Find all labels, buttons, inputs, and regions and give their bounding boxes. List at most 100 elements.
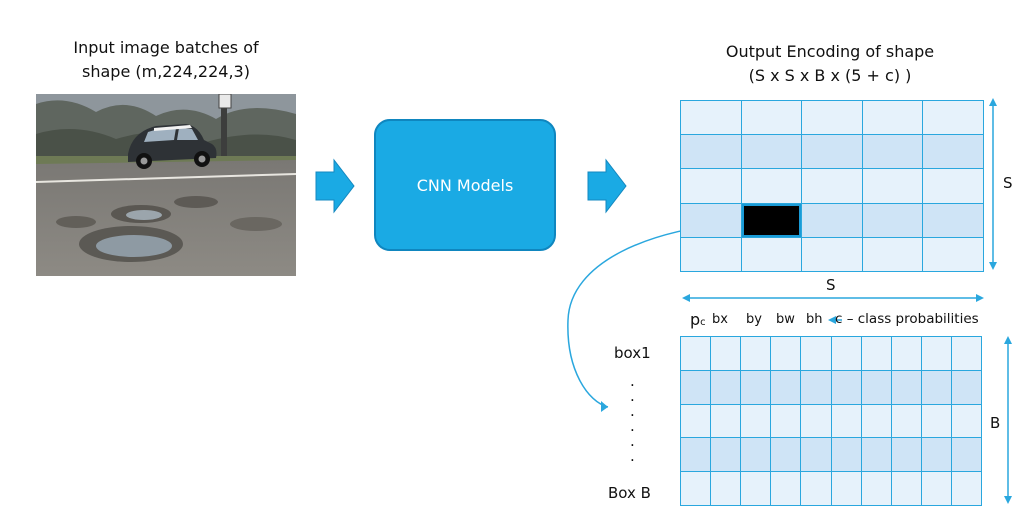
grid-cell xyxy=(891,438,921,472)
grid-cell xyxy=(921,438,951,472)
grid-cell xyxy=(681,404,711,438)
grid-cell xyxy=(923,169,983,203)
grid-cell xyxy=(862,237,923,271)
grid-cell xyxy=(771,404,801,438)
output-caption: Output Encoding of shape (S x S x B x (5… xyxy=(680,40,980,88)
grid-cell xyxy=(741,135,802,169)
grid-cell xyxy=(891,370,921,404)
header-pc-main: p xyxy=(690,310,701,329)
header-bx: bx xyxy=(712,312,728,327)
grid-cell xyxy=(711,337,741,370)
input-image xyxy=(36,94,296,276)
grid-cell xyxy=(741,404,771,438)
grid-cell xyxy=(801,438,831,472)
car-shape xyxy=(128,124,217,169)
grid-cell xyxy=(921,370,951,404)
grid-cell xyxy=(921,337,951,370)
grid-cell xyxy=(681,472,711,505)
grid-cell xyxy=(921,472,951,505)
grid-cell xyxy=(831,472,861,505)
pothole-road-photo xyxy=(36,94,296,276)
grid-cell xyxy=(861,370,891,404)
grid-cell xyxy=(741,101,802,135)
grid-cell xyxy=(681,237,741,271)
grid-cell xyxy=(711,370,741,404)
grid-cell xyxy=(771,472,801,505)
grid-cell xyxy=(741,337,771,370)
curve-pointer xyxy=(567,221,746,408)
header-bh: bh xyxy=(806,312,823,327)
grid-cell xyxy=(741,472,771,505)
grid-cell xyxy=(923,203,983,237)
grid-cell xyxy=(891,472,921,505)
row-label-box1: box1 xyxy=(614,344,651,362)
grid-cell xyxy=(862,203,923,237)
grid-cell xyxy=(771,337,801,370)
grid-cell xyxy=(681,337,711,370)
cnn-models-box: CNN Models xyxy=(374,119,556,251)
grid-cell xyxy=(951,438,981,472)
curve-pointer-head xyxy=(601,401,608,412)
grid-cell xyxy=(681,203,741,237)
grid-cell xyxy=(801,370,831,404)
grid-cell xyxy=(861,404,891,438)
grid-cell xyxy=(923,101,983,135)
grid-cell xyxy=(741,370,771,404)
highlighted-grid-cell xyxy=(741,203,802,237)
grid-cell xyxy=(861,472,891,505)
grid-cell xyxy=(831,370,861,404)
grid-cell xyxy=(711,438,741,472)
row-label-box-b: Box B xyxy=(608,484,651,502)
grid-cell xyxy=(801,337,831,370)
grid-cell xyxy=(802,169,862,203)
grid-cell xyxy=(861,337,891,370)
detail-grid xyxy=(680,336,982,506)
grid-cell xyxy=(711,404,741,438)
output-bottom-label: S xyxy=(826,276,836,294)
grid-cell xyxy=(862,169,923,203)
grid-cell xyxy=(741,237,802,271)
header-bw: bw xyxy=(776,312,795,327)
row-ellipsis: ...... xyxy=(630,372,635,465)
grid-cell xyxy=(711,472,741,505)
input-caption: Input image batches of shape (m,224,224,… xyxy=(36,36,296,84)
output-side-label: S xyxy=(1003,174,1013,192)
grid-cell xyxy=(741,169,802,203)
grid-cell xyxy=(741,438,771,472)
grid-cell xyxy=(771,438,801,472)
grid-cell xyxy=(831,337,861,370)
arrow-input-to-cnn xyxy=(315,158,355,214)
header-by: by xyxy=(746,312,762,327)
grid-cell xyxy=(802,101,862,135)
output-caption-line2: (S x S x B x (5 + c) ) xyxy=(748,66,912,85)
grid-cell xyxy=(862,135,923,169)
grid-cell xyxy=(951,370,981,404)
grid-cell xyxy=(681,135,741,169)
cnn-models-label: CNN Models xyxy=(416,175,514,195)
input-caption-line1: Input image batches of xyxy=(73,38,259,57)
grid-cell xyxy=(802,135,862,169)
grid-cell xyxy=(771,370,801,404)
grid-cell xyxy=(831,438,861,472)
grid-cell xyxy=(681,169,741,203)
grid-cell xyxy=(681,101,741,135)
grid-cell xyxy=(921,404,951,438)
grid-cell xyxy=(891,337,921,370)
output-caption-line1: Output Encoding of shape xyxy=(725,42,935,61)
grid-cell xyxy=(802,203,862,237)
grid-cell xyxy=(861,438,891,472)
header-pc-sub: c xyxy=(700,317,706,328)
grid-cell xyxy=(681,438,711,472)
input-caption-line2: shape (m,224,224,3) xyxy=(82,62,250,81)
grid-cell xyxy=(923,237,983,271)
grid-cell xyxy=(831,404,861,438)
grid-cell xyxy=(891,404,921,438)
grid-cell xyxy=(801,404,831,438)
grid-cell xyxy=(923,135,983,169)
grid-cell xyxy=(951,404,981,438)
grid-cell xyxy=(802,237,862,271)
header-pc: pc xyxy=(690,310,706,329)
grid-cell xyxy=(862,101,923,135)
grid-cell xyxy=(951,337,981,370)
